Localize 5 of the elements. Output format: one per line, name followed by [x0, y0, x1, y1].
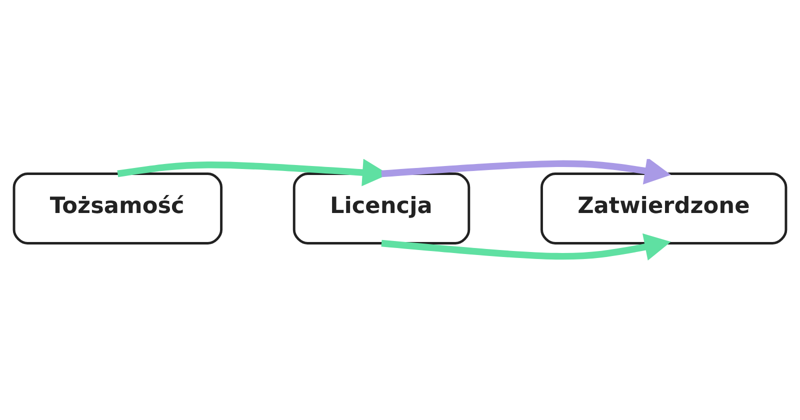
node-box: Zatwierdzone: [540, 172, 788, 244]
node-box: Licencja: [292, 172, 470, 244]
arrow: [381, 159, 671, 184]
arrow: [381, 233, 671, 260]
node-box: Tożsamość: [12, 172, 223, 244]
